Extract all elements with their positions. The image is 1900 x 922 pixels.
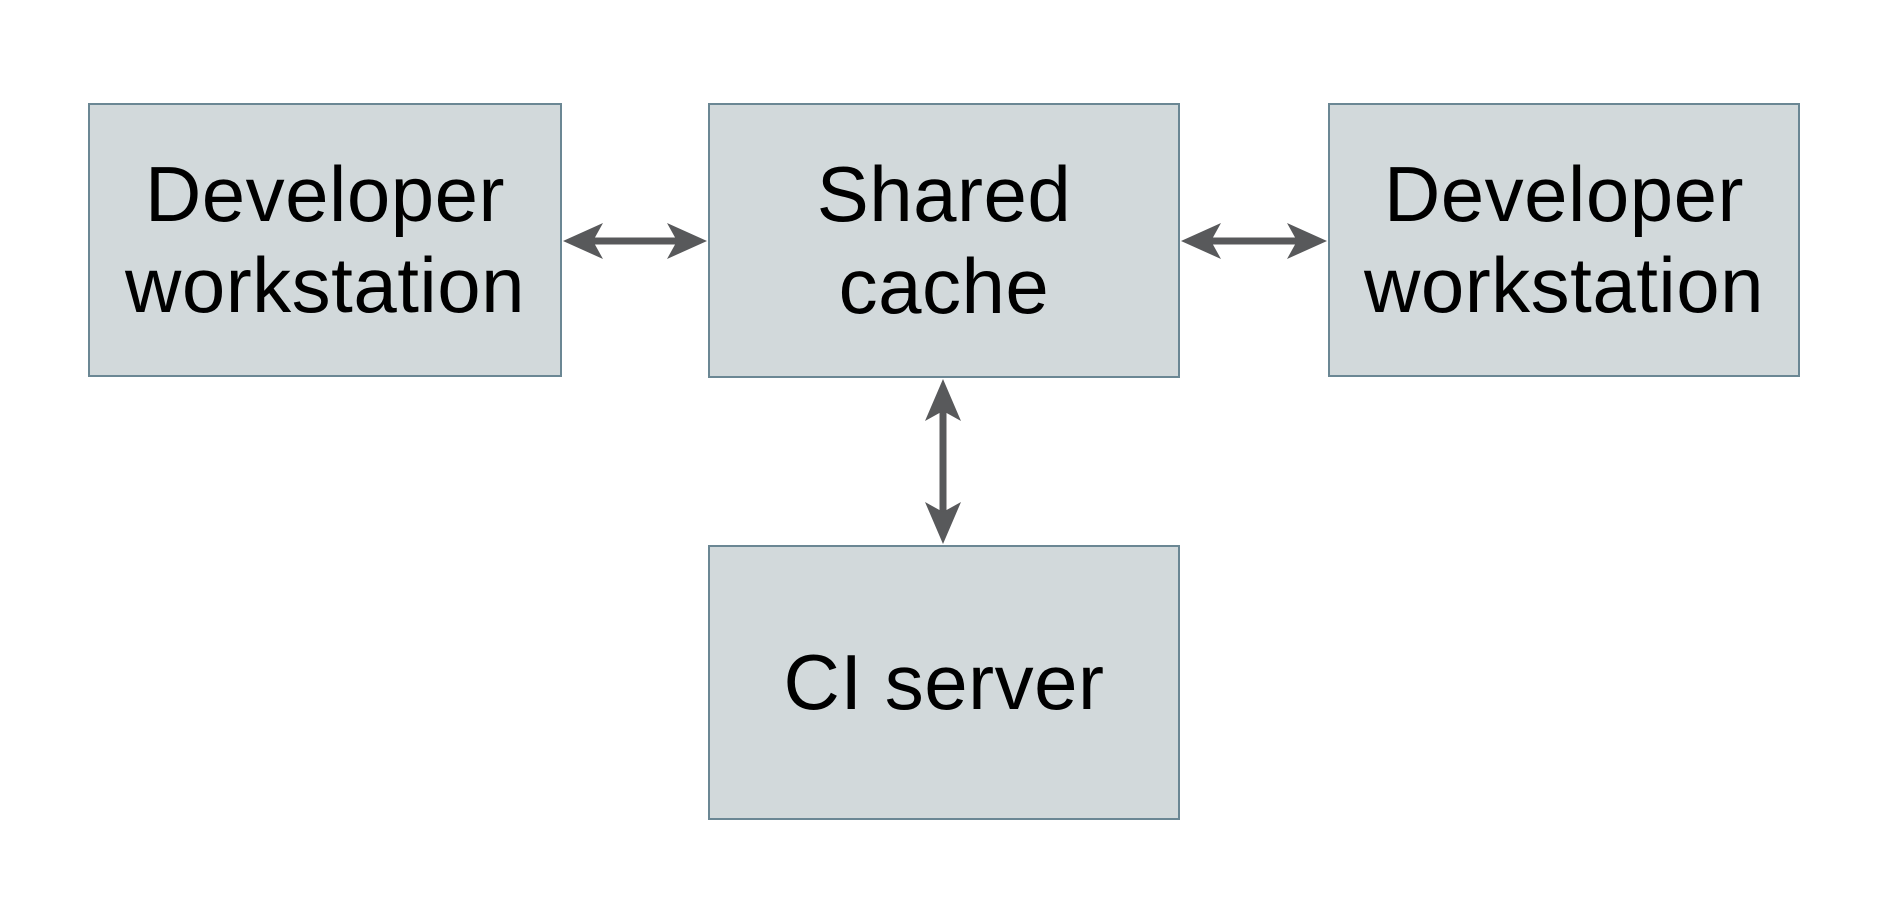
node-label: Developer workstation [125,149,525,329]
node-shared-cache: Shared cache [708,103,1180,378]
arrow-left-workstation-shared-cache [562,219,708,263]
node-label: CI server [783,637,1105,726]
node-label: Developer workstation [1364,149,1764,329]
double-arrow-vertical-icon [925,379,961,544]
arrow-shared-cache-right-workstation [1180,219,1328,263]
double-arrow-horizontal-icon [563,223,707,259]
arrow-shared-cache-ci-server [921,378,965,545]
node-ci-server: CI server [708,545,1180,820]
node-label: Shared cache [816,150,1072,330]
double-arrow-horizontal-icon [1181,223,1327,259]
node-developer-workstation-right: Developer workstation [1328,103,1800,377]
node-developer-workstation-left: Developer workstation [88,103,562,377]
